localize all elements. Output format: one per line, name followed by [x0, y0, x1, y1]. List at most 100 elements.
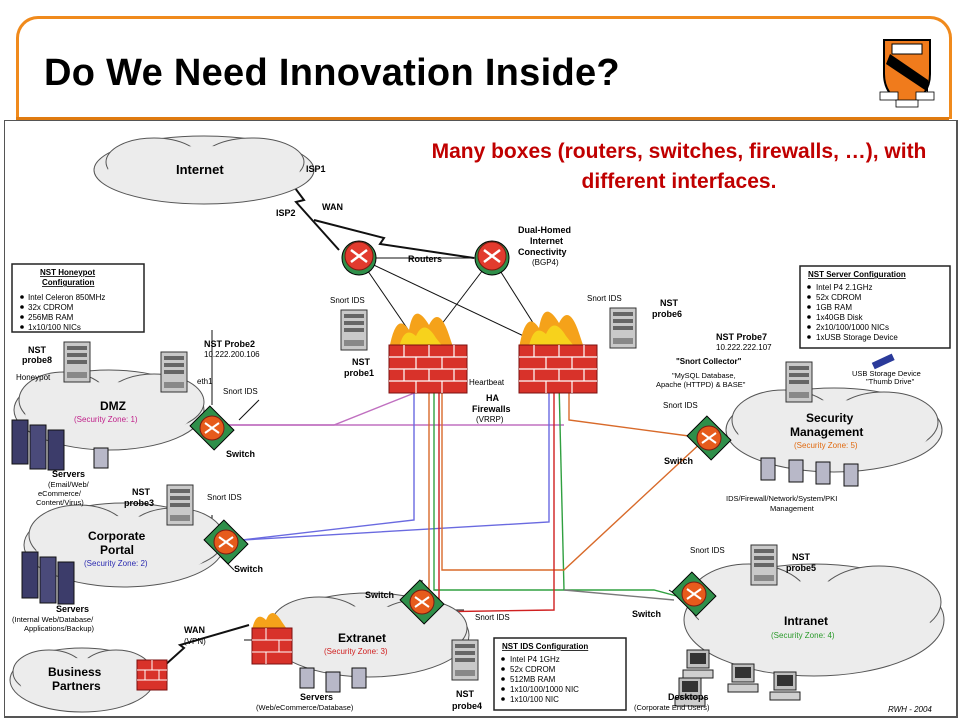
- intranet-label: Intranet: [784, 614, 828, 628]
- probe2-label: NST Probe2: [204, 339, 255, 349]
- probe2-ip-label: 10.222.200.106: [204, 350, 260, 359]
- secmgmt-label-1: Security: [806, 411, 854, 425]
- ids-config-item: 1x10/100/1000 NIC: [510, 685, 579, 694]
- extranet-zone-label: (Security Zone: 3): [324, 647, 388, 656]
- probe5-label-2: probe5: [786, 563, 816, 573]
- title-frame: [16, 16, 952, 119]
- portal-servers-icon: [21, 551, 75, 605]
- probe1-label-1: NST: [352, 357, 371, 367]
- usb-drive-icon: [871, 353, 895, 370]
- internet-cloud: [93, 135, 315, 205]
- dmz-servers-sub-2: eCommerce/: [38, 489, 82, 498]
- probe2-server-icon: [160, 351, 188, 393]
- probe1-server-icon: [340, 309, 368, 351]
- portal-servers-sub-2: Applications/Backup): [24, 624, 95, 633]
- slide-title: Do We Need Innovation Inside?: [44, 52, 620, 94]
- partners-cloud: [9, 647, 155, 713]
- probe4-label-1: NST: [456, 689, 475, 699]
- secmgmt-cloud: [725, 387, 943, 473]
- honeypot-config-item: 32x CDROM: [28, 303, 74, 312]
- dual-homed-label-3: Conectivity: [518, 247, 567, 257]
- desktops-label: Desktops: [668, 692, 709, 702]
- probe3-server-icon: [166, 484, 194, 526]
- firewall-left-icon: [388, 313, 468, 394]
- partners-label-1: Business: [48, 665, 102, 679]
- dmz-servers-sub-1: (Email/Web/: [48, 480, 90, 489]
- probe6-label-1: NST: [660, 298, 679, 308]
- snort-ids-label-dmz: Snort IDS: [223, 387, 258, 396]
- honeypot-config-title-2: Configuration: [42, 278, 95, 287]
- dmz-servers-label: Servers: [52, 469, 85, 479]
- vpn-label: (VPN): [184, 637, 206, 646]
- eth1-label: eth1: [197, 377, 213, 386]
- title-rule: [16, 117, 949, 120]
- probe4-server-icon: [451, 639, 479, 681]
- server-config-item: 2x10/100/1000 NICs: [816, 323, 889, 332]
- secmgmt-zone-label: (Security Zone: 5): [794, 441, 858, 450]
- snort-ids-label-secmgmt: Snort IDS: [663, 401, 698, 410]
- switch-label-secmgmt: Switch: [664, 456, 693, 466]
- intranet-cloud: [683, 563, 945, 677]
- usb-label-1: USB Storage Device: [852, 369, 921, 378]
- portal-servers-label: Servers: [56, 604, 89, 614]
- mysql-label-1: "MySQL Database,: [672, 371, 736, 380]
- switch-label-portal: Switch: [234, 564, 263, 574]
- extranet-servers-sub: (Web/eCommerce/Database): [256, 703, 354, 712]
- honeypot-config-item: 1x10/100 NICs: [28, 323, 81, 332]
- firewall-partners-icon: [136, 659, 168, 691]
- server-config-item: 52x CDROM: [816, 293, 862, 302]
- network-diagram: Internet DMZ (Security Zone: 1) Corporat…: [4, 120, 958, 718]
- ha-label-1: HA: [486, 393, 499, 403]
- probe3-label-1: NST: [132, 487, 151, 497]
- desktops-sub-label: (Corporate End Users): [634, 703, 710, 712]
- router-right-icon: [473, 239, 511, 277]
- probe1-label-2: probe1: [344, 368, 374, 378]
- bgp-label: (BGP4): [532, 258, 559, 267]
- snort-ids-label-portal: Snort IDS: [207, 493, 242, 502]
- probe8-label-2: probe8: [22, 355, 52, 365]
- switch-label-extranet: Switch: [365, 590, 394, 600]
- server-config-item: 1x40GB Disk: [816, 313, 864, 322]
- usb-label-2: "Thumb Drive": [866, 377, 915, 386]
- ids-config-item: 52x CDROM: [510, 665, 556, 674]
- firewall-extranet-icon: [251, 612, 293, 665]
- probe8-server-icon: [63, 341, 91, 383]
- princeton-shield-icon: [879, 39, 935, 108]
- dmz-label: DMZ: [100, 399, 126, 413]
- idsmgmt-label-2: Management: [770, 504, 815, 513]
- probe3-label-2: probe3: [124, 498, 154, 508]
- portal-label-1: Corporate: [88, 529, 146, 543]
- wan-link-vpn: [153, 624, 250, 676]
- vrrp-label: (VRRP): [476, 415, 504, 424]
- mysql-label-2: Apache (HTTPD) & BASE": [656, 380, 746, 389]
- ids-config-item: 1x10/100 NIC: [510, 695, 559, 704]
- ids-config-title: NST IDS Configuration: [502, 642, 588, 651]
- snort-ids-label-extranet: Snort IDS: [475, 613, 510, 622]
- ids-config-item: 512MB RAM: [510, 675, 556, 684]
- partners-label-2: Partners: [52, 679, 101, 693]
- isp1-label: ISP1: [306, 164, 326, 174]
- credit-label: RWH - 2004: [888, 705, 932, 714]
- snort-ids-label-probe1: Snort IDS: [330, 296, 365, 305]
- extranet-servers-label: Servers: [300, 692, 333, 702]
- switch-label-dmz: Switch: [226, 449, 255, 459]
- routers-label: Routers: [408, 254, 442, 264]
- honeypot-config-title-1: NST Honeypot: [40, 268, 95, 277]
- probe5-server-icon: [750, 544, 778, 586]
- honeypot-label: Honeypot: [16, 373, 51, 382]
- wan-link-isp2: [313, 219, 475, 259]
- dual-homed-label-2: Internet: [530, 236, 563, 246]
- snort-collector-label: "Snort Collector": [676, 357, 742, 366]
- wan-bottom-label: WAN: [184, 625, 205, 635]
- probe6-label-2: probe6: [652, 309, 682, 319]
- switch-label-intranet: Switch: [632, 609, 661, 619]
- server-config-item: 1GB RAM: [816, 303, 852, 312]
- portal-label-2: Portal: [100, 543, 134, 557]
- isp2-label: ISP2: [276, 208, 296, 218]
- extranet-servers-icon: [299, 667, 367, 693]
- dmz-zone-label: (Security Zone: 1): [74, 415, 138, 424]
- ids-config-item: Intel P4 1GHz: [510, 655, 560, 664]
- extranet-label: Extranet: [338, 631, 386, 645]
- probe7-server-icon: [785, 361, 813, 403]
- secmgmt-servers-icon: [760, 457, 859, 487]
